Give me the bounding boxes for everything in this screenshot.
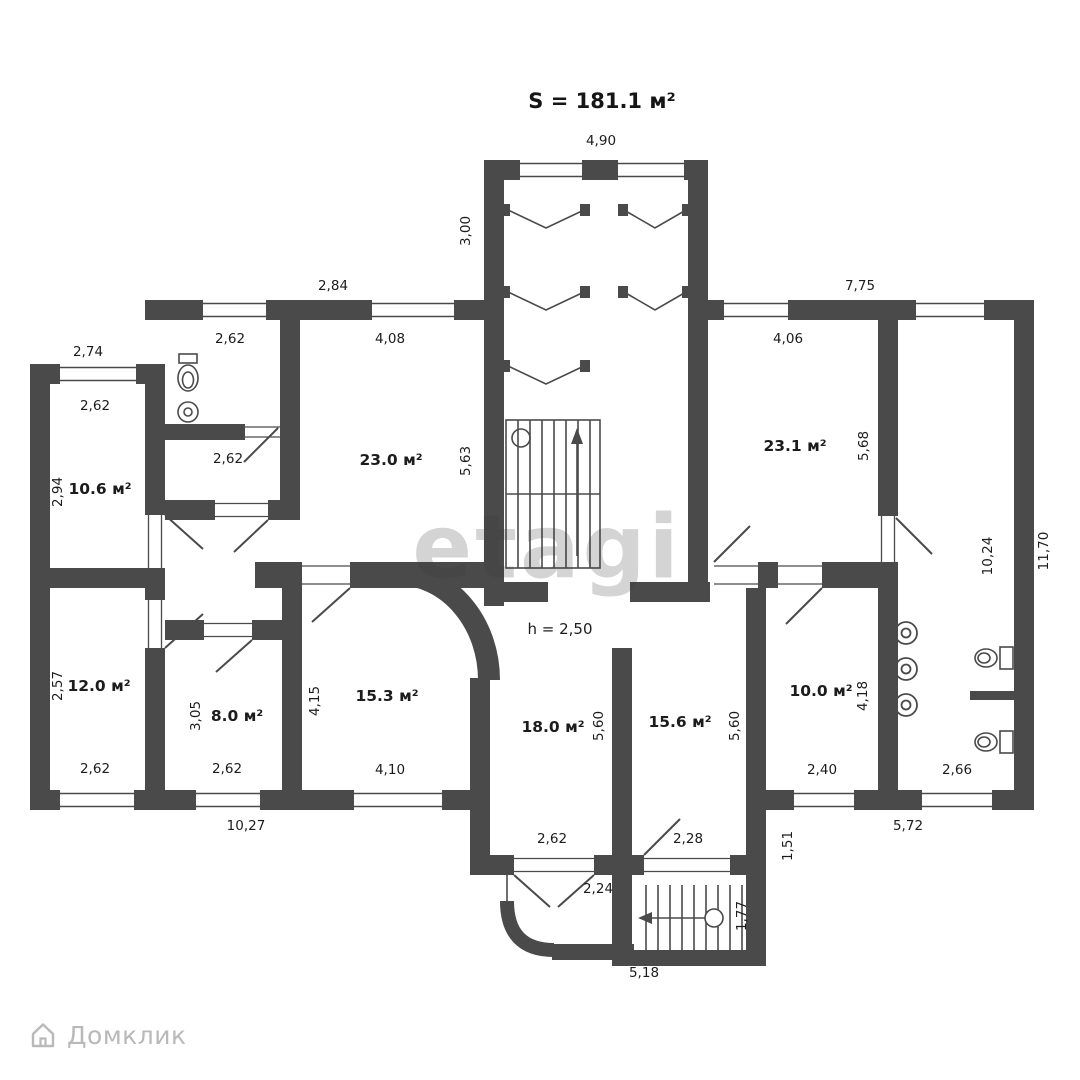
dimension-label: 5,18 [628,965,660,981]
dimension-label: 2,94 [50,476,66,508]
sink-icon [894,621,918,717]
dimension-label: 2,74 [72,344,104,360]
dimension-label: 5,72 [892,818,924,834]
brand-logo: Домклик [28,1020,187,1050]
house-icon [31,1023,55,1048]
dimension-label: 3,05 [188,700,204,732]
dimension-label: 5,60 [591,710,607,742]
walls [30,160,1034,966]
main-staircase [505,419,601,569]
dimension-label: 2,28 [672,831,704,847]
windows [60,162,992,808]
dimension-label: 5,68 [856,430,872,462]
ceiling-height-note: h = 2,50 [527,620,593,638]
dimension-label: 11,70 [1036,531,1052,571]
dimension-label: 5,60 [727,710,743,742]
room-area-label: 10.6 м² [68,480,132,498]
dimension-label: 2,84 [317,278,349,294]
dimension-label: 10,27 [226,818,266,834]
dimension-label: 2,24 [582,881,614,897]
door-leaves [164,427,933,908]
dimension-label: 2,62 [79,398,111,414]
dimension-label: 3,00 [458,215,474,247]
watermark-text: etagi [412,495,682,599]
room-area-label: 10.0 м² [789,682,853,700]
dimension-label: 4,10 [374,762,406,778]
room-area-label: 23.0 м² [359,451,423,469]
dimension-label: 4,06 [772,331,804,347]
room-area-label: 15.3 м² [355,687,419,705]
dimension-label: 2,62 [214,331,246,347]
dimension-label: 2,62 [211,761,243,777]
dimension-label: 2,40 [806,762,838,778]
stair-arrow-left [638,912,652,924]
dimension-label: 2,57 [50,670,66,702]
dimension-label: 2,62 [79,761,111,777]
dimension-label: 2,66 [941,762,973,778]
window-sash-symbols [507,209,687,385]
dimension-label: 2,62 [212,451,244,467]
room-area-label: 15.6 м² [648,713,712,731]
dimension-label: 1,51 [780,830,796,862]
dimension-label: 10,24 [980,536,996,576]
dimension-label: 2,62 [536,831,568,847]
dimension-label: 1,77 [734,900,750,932]
dimension-label: 5,63 [458,445,474,477]
sash-posts [500,204,692,372]
door-openings [147,426,896,873]
sink-icon [177,401,199,423]
dimension-label: 4,90 [585,133,617,149]
stair-arrow-up [571,428,583,444]
toilet-icon [974,646,1014,754]
brand-name: Домклик [67,1020,187,1050]
room-area-label: 8.0 м² [210,707,264,725]
dimension-label: 4,08 [374,331,406,347]
dimension-label: 4,15 [307,685,323,717]
dimension-label: 4,18 [855,680,871,712]
total-area-title: S = 181.1 м² [528,89,676,113]
room-area-label: 23.1 м² [763,437,827,455]
room-area-label: 18.0 м² [521,718,585,736]
toilet-icon [177,353,199,392]
curved-wall [398,563,500,681]
room-area-label: 12.0 м² [67,677,131,695]
porch-curved-wall [500,900,555,957]
dimension-label: 7,75 [844,278,876,294]
